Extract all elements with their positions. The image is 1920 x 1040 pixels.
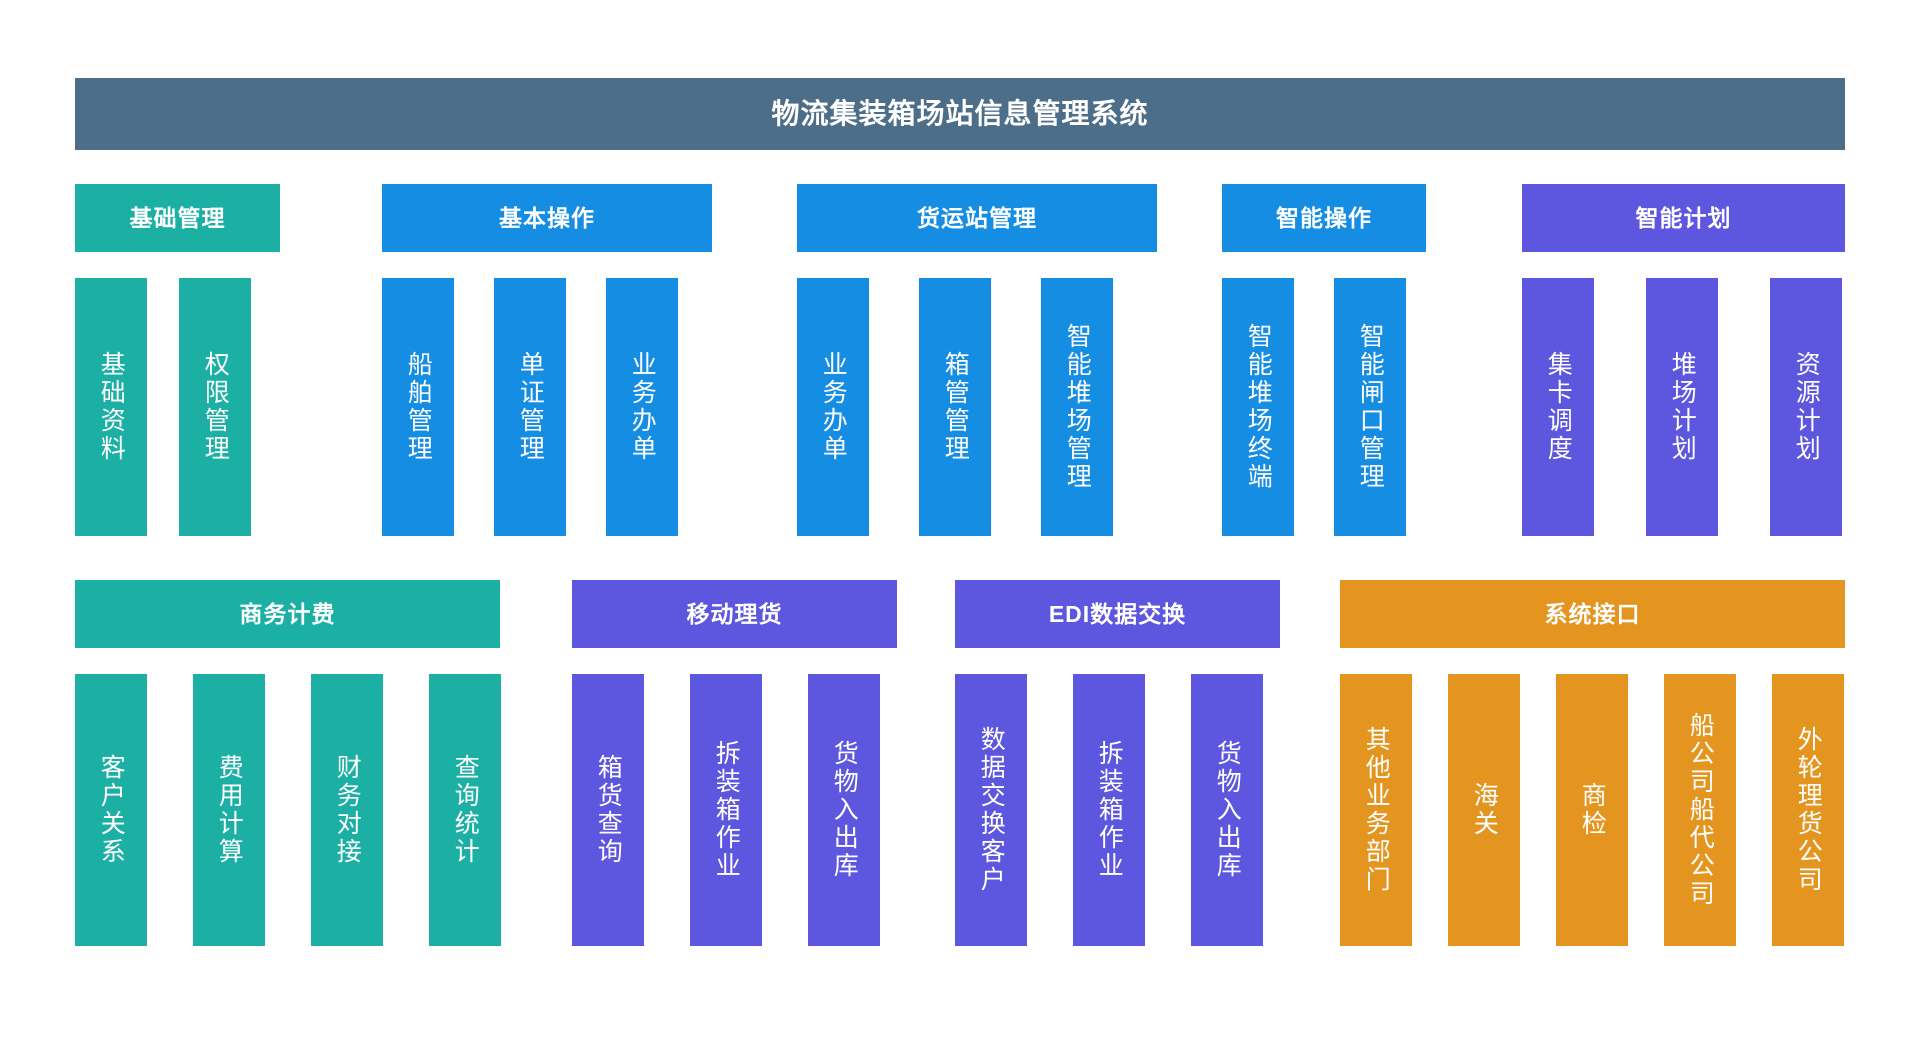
page-title: 物流集装箱场站信息管理系统 [771,98,1149,129]
group-header[interactable]: EDI数据交换 [955,580,1280,648]
module-group: 移动理货箱货查询 拆装箱作业 货物入出库 [572,580,897,946]
module-group: EDI数据交换数据交换客户 拆装箱作业 货物入出库 [955,580,1280,946]
module-group: 智能计划集卡调度 堆场计划 资源计划 [1522,184,1845,536]
group-header[interactable]: 系统接口 [1340,580,1845,648]
module-item-label: 数据交换客户 [977,726,1006,894]
module-item[interactable]: 智能闸口管理 [1334,278,1406,536]
group-header[interactable]: 基础管理 [75,184,280,252]
module-item-label: 船公司船代公司 [1686,712,1715,908]
module-item-label: 箱管管理 [941,351,970,463]
group-item-list: 箱货查询 拆装箱作业 货物入出库 [572,674,897,946]
group-header-label: 商务计费 [239,600,336,627]
module-item[interactable]: 财务对接 [311,674,383,946]
group-header-label: 系统接口 [1544,600,1641,627]
group-header-label: 基本操作 [499,204,595,231]
module-item[interactable]: 查询统计 [429,674,501,946]
module-item-label: 权限管理 [201,351,230,463]
module-group: 基本操作船舶管理 单证管理 业务办单 [382,184,712,536]
group-header-label: 智能操作 [1276,204,1372,231]
module-item-label: 其他业务部门 [1362,726,1391,894]
module-item[interactable]: 单证管理 [494,278,566,536]
module-item[interactable]: 业务办单 [606,278,678,536]
module-item[interactable]: 船舶管理 [382,278,454,536]
module-item[interactable]: 资源计划 [1770,278,1842,536]
group-item-list: 基础资料 权限管理 [75,278,280,536]
module-item[interactable]: 智能堆场管理 [1041,278,1113,536]
module-item-label: 财务对接 [333,754,362,866]
module-item[interactable]: 其他业务部门 [1340,674,1412,946]
module-item-label: 智能闸口管理 [1356,323,1385,491]
module-item[interactable]: 海关 [1448,674,1520,946]
module-item[interactable]: 商检 [1556,674,1628,946]
module-item[interactable]: 箱管管理 [919,278,991,536]
module-item-label: 业务办单 [819,351,848,463]
module-item-label: 基础资料 [97,351,126,463]
module-item-label: 海关 [1470,782,1499,838]
module-item-label: 货物入出库 [830,740,859,880]
group-item-list: 数据交换客户 拆装箱作业 货物入出库 [955,674,1280,946]
module-item-label: 箱货查询 [594,754,623,866]
system-title-bar: 物流集装箱场站信息管理系统 [75,78,1845,150]
module-group: 基础管理基础资料 权限管理 [75,184,280,536]
module-item[interactable]: 费用计算 [193,674,265,946]
module-item-label: 客户关系 [97,754,126,866]
module-group: 商务计费客户关系 费用计算 财务对接 查询统计 [75,580,501,946]
module-item[interactable]: 集卡调度 [1522,278,1594,536]
module-item[interactable]: 智能堆场终端 [1222,278,1294,536]
module-item[interactable]: 拆装箱作业 [690,674,762,946]
module-item[interactable]: 箱货查询 [572,674,644,946]
group-header-label: 智能计划 [1635,204,1732,231]
module-item-label: 资源计划 [1792,351,1821,463]
module-group: 货运站管理业务办单 箱管管理 智能堆场管理 [797,184,1157,536]
group-header-label: 基础管理 [129,204,226,231]
group-header[interactable]: 商务计费 [75,580,500,648]
module-item[interactable]: 数据交换客户 [955,674,1027,946]
group-header[interactable]: 货运站管理 [797,184,1157,252]
group-header-label: 移动理货 [686,600,783,627]
group-item-list: 客户关系 费用计算 财务对接 查询统计 [75,674,501,946]
group-item-list: 业务办单 箱管管理 智能堆场管理 [797,278,1157,536]
group-item-list: 集卡调度 堆场计划 资源计划 [1522,278,1845,536]
group-item-list: 船舶管理 单证管理 业务办单 [382,278,712,536]
module-item[interactable]: 船公司船代公司 [1664,674,1736,946]
group-header[interactable]: 基本操作 [382,184,712,252]
module-item-label: 业务办单 [628,351,657,463]
module-item[interactable]: 业务办单 [797,278,869,536]
module-item-label: 船舶管理 [404,351,433,463]
module-item-label: 智能堆场管理 [1063,323,1092,491]
group-item-list: 智能堆场终端 智能闸口管理 [1222,278,1426,536]
module-item-label: 查询统计 [451,754,480,866]
module-item[interactable]: 客户关系 [75,674,147,946]
module-item[interactable]: 货物入出库 [1191,674,1263,946]
module-item[interactable]: 拆装箱作业 [1073,674,1145,946]
module-item-label: 费用计算 [215,754,244,866]
module-item-label: 货物入出库 [1213,740,1242,880]
group-header-label: EDI数据交换 [1048,600,1187,627]
module-group: 智能操作智能堆场终端 智能闸口管理 [1222,184,1426,536]
module-item[interactable]: 外轮理货公司 [1772,674,1844,946]
module-item[interactable]: 堆场计划 [1646,278,1718,536]
module-item[interactable]: 基础资料 [75,278,147,536]
group-item-list: 其他业务部门 海关 商检 船公司船代公司 外轮理货公司 [1340,674,1845,946]
module-item[interactable]: 货物入出库 [808,674,880,946]
module-item-label: 商检 [1578,782,1607,838]
group-header[interactable]: 智能操作 [1222,184,1426,252]
module-item-label: 外轮理货公司 [1794,726,1823,894]
module-item-label: 单证管理 [516,351,545,463]
group-header-label: 货运站管理 [917,204,1037,231]
group-header[interactable]: 移动理货 [572,580,897,648]
module-item-label: 堆场计划 [1668,351,1697,463]
module-group: 系统接口其他业务部门 海关 商检 船公司船代公司 外轮理货公司 [1340,580,1845,946]
module-item-label: 智能堆场终端 [1244,323,1273,491]
module-item-label: 拆装箱作业 [1095,740,1124,880]
module-item[interactable]: 权限管理 [179,278,251,536]
module-item-label: 拆装箱作业 [712,740,741,880]
group-header[interactable]: 智能计划 [1522,184,1845,252]
module-item-label: 集卡调度 [1544,351,1573,463]
